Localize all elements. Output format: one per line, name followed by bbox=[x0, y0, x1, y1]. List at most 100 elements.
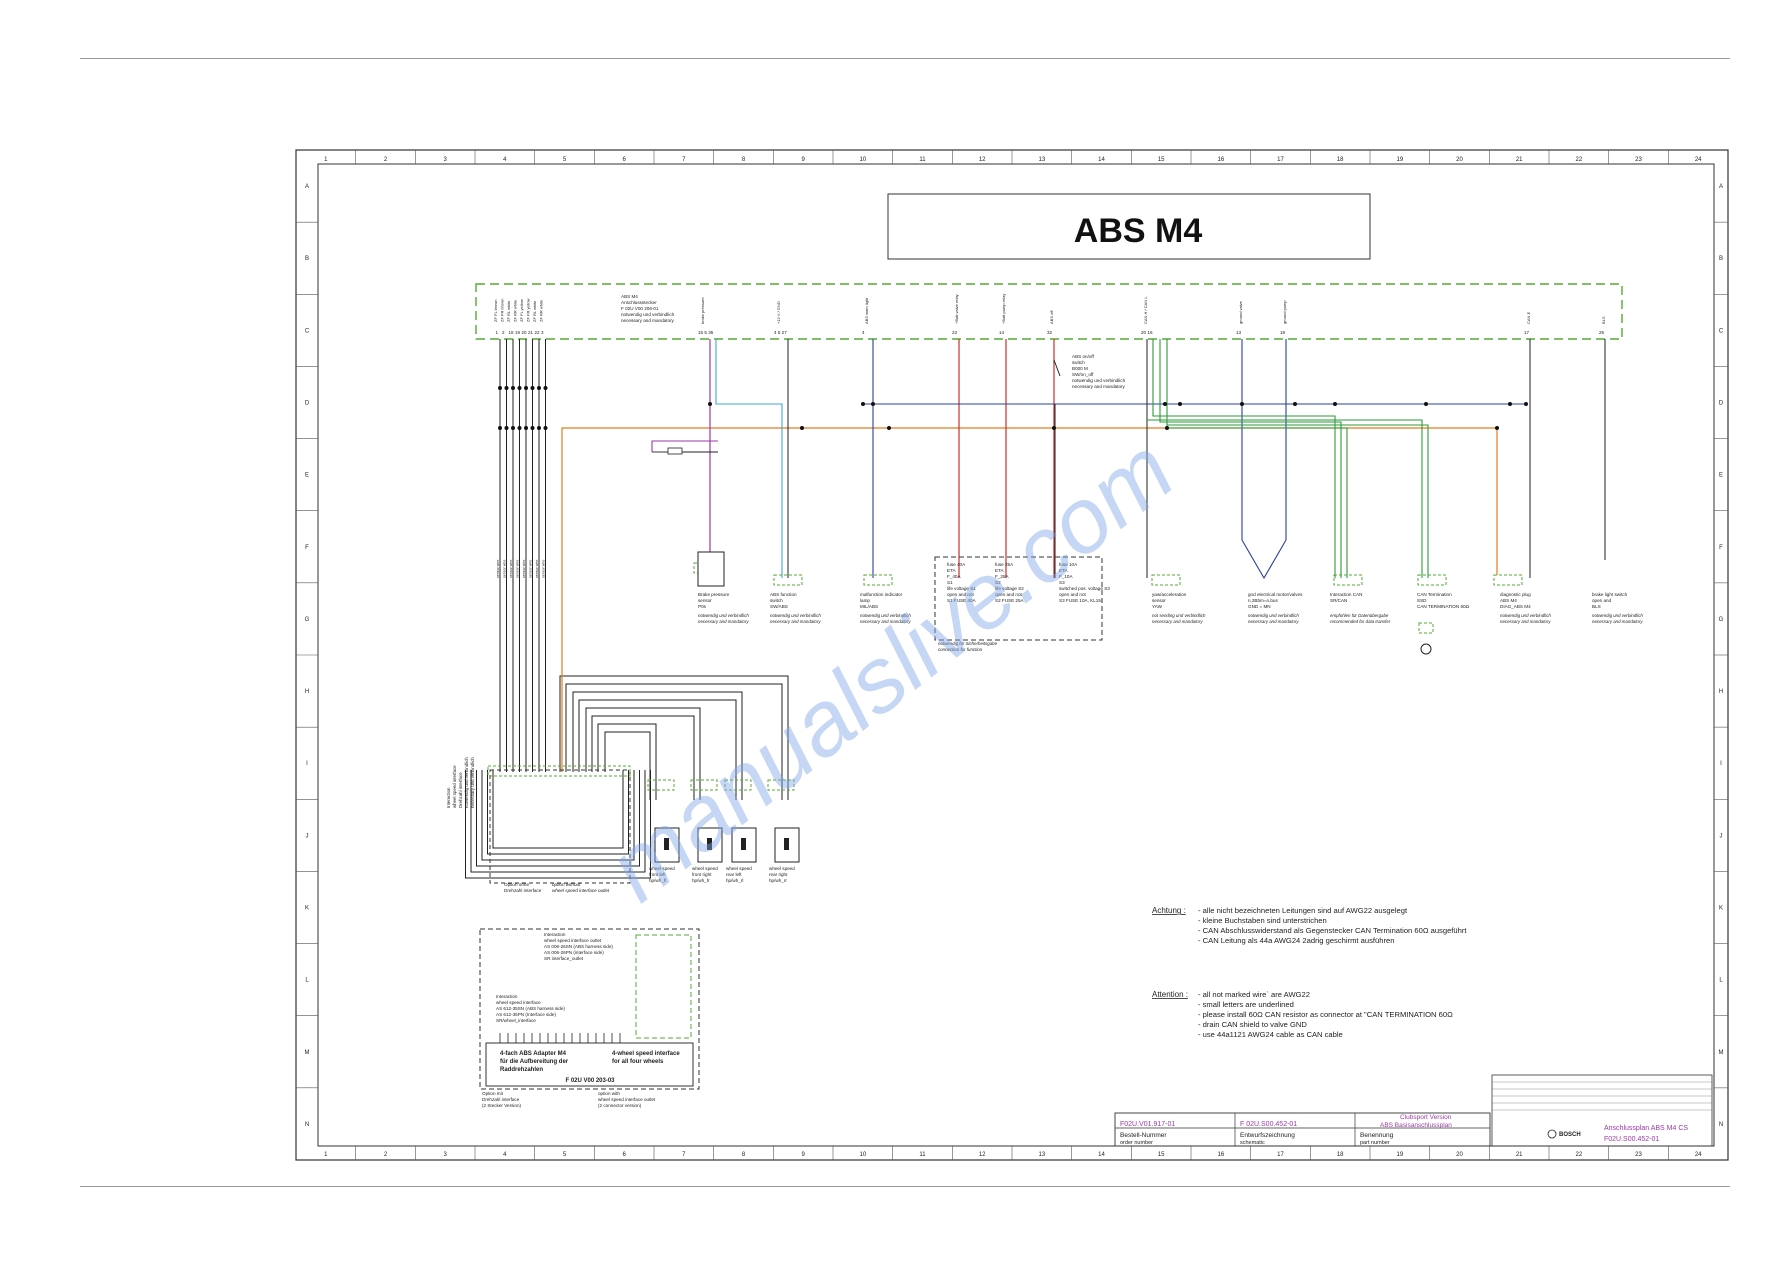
component-label: ETA bbox=[1059, 568, 1069, 573]
pin-group-number: 19 bbox=[1280, 330, 1286, 335]
grid-column-label: 6 bbox=[622, 157, 626, 163]
pin-label: ZF FR brown bbox=[500, 299, 505, 322]
junction-dot bbox=[887, 426, 891, 430]
grid-row-label: L bbox=[1719, 978, 1723, 984]
pin-number: 3 bbox=[541, 330, 544, 335]
interface-option-right: wheel speed interface outlet bbox=[552, 888, 610, 893]
connector-name-line: ABS M4 bbox=[621, 294, 638, 299]
junction-dot bbox=[800, 426, 804, 430]
interface-vertical-label: wheel speed interface bbox=[452, 765, 457, 808]
pin-group-label: ABS warn light bbox=[864, 297, 869, 324]
pin-group-label: BLS bbox=[1601, 316, 1606, 324]
grid-row-label: N bbox=[1719, 1122, 1723, 1128]
ground-joint-wire bbox=[1241, 539, 1287, 580]
harness-wire-label: sensor wire bbox=[535, 560, 539, 578]
component-label: fuse 10A bbox=[1059, 562, 1078, 567]
watermark: manualslive.com bbox=[590, 419, 1193, 921]
harness-dot bbox=[517, 386, 522, 390]
fuse-box bbox=[934, 556, 1103, 641]
adapter-part-number: F 02U V00 203-03 bbox=[565, 1078, 615, 1084]
component-label: DIAG_ABS M4 bbox=[1500, 604, 1531, 609]
pin-label: ZF FL brown bbox=[493, 299, 498, 322]
component-label: SW/ABS bbox=[770, 604, 788, 609]
grid-column-label: 24 bbox=[1695, 157, 1702, 163]
junction-dot bbox=[1524, 402, 1528, 406]
harness-dot bbox=[517, 426, 522, 430]
pin-group-number: 23 bbox=[952, 330, 958, 335]
harness-dot bbox=[524, 426, 528, 430]
switch-lever bbox=[1053, 359, 1061, 377]
adapter-interaction-mid: wheel speed interface bbox=[496, 1000, 541, 1005]
component-label: lamp bbox=[860, 598, 870, 603]
connector-name-line: Anschlussstecker bbox=[621, 300, 657, 305]
wheel-sensor-label: wheel speed bbox=[726, 866, 752, 871]
pin-group-number: 15 5 35 bbox=[698, 330, 714, 335]
fuse-note-line: connection for function bbox=[938, 647, 983, 652]
grid-column-label: 7 bbox=[682, 1152, 686, 1158]
component-label: ETA bbox=[995, 568, 1005, 573]
wheel-sensor-feed-wire bbox=[565, 683, 783, 800]
order-label-en: order number bbox=[1120, 1140, 1153, 1146]
component-note: necessary and mandatory bbox=[1248, 619, 1299, 624]
adapter-title-en: 4-wheel speed interface bbox=[612, 1051, 680, 1057]
pin-label: ZF FR yellow bbox=[526, 298, 531, 322]
adapter-title-en: for all four wheels bbox=[612, 1059, 664, 1065]
harness-dot bbox=[530, 426, 535, 430]
component-label: Brake pressure bbox=[698, 592, 730, 597]
wheel-sensor-connector bbox=[690, 779, 718, 791]
grid-column-label: 8 bbox=[742, 1152, 746, 1158]
component-note: notwendig und verbindlich bbox=[1592, 613, 1643, 618]
junction-dot bbox=[1293, 402, 1297, 406]
pin-group-number: 25 bbox=[1599, 330, 1605, 335]
notes-de-line: - CAN Abschlusswiderstand als Gegensteck… bbox=[1198, 926, 1467, 935]
connector-stub bbox=[1417, 574, 1447, 586]
wheel-sensor-feed-wire bbox=[572, 691, 743, 800]
switch-label-line: notwendig und verbindlich bbox=[1072, 378, 1126, 383]
harness-dot bbox=[543, 386, 548, 390]
interface-loop-wire bbox=[481, 770, 635, 861]
wheel-sensor-label: hp/wh_fl bbox=[649, 878, 666, 883]
pin-number: 2 bbox=[502, 330, 505, 335]
component-label: open and not bbox=[995, 592, 1023, 597]
grid-row-label: I bbox=[306, 761, 308, 767]
adapter-option-left: Option mit bbox=[482, 1091, 504, 1096]
notes-en-line: - all not marked wire` are AWG22 bbox=[1198, 990, 1310, 999]
component-label: sensor bbox=[698, 598, 712, 603]
grid-column-label: 1 bbox=[324, 1152, 328, 1158]
wheel-sensor-icon bbox=[664, 838, 669, 850]
notes-de-label: Achtung : bbox=[1152, 906, 1186, 915]
brand: BOSCH bbox=[1559, 1132, 1581, 1138]
component-label: Interaction CAN bbox=[1330, 592, 1362, 597]
harness-wire-label: sensor wire bbox=[516, 560, 520, 578]
grid-row-label: M bbox=[1719, 1050, 1724, 1056]
adapter-option-left: Drehzahl interface bbox=[482, 1097, 520, 1102]
connector-name-line: notwendig und verbindlich bbox=[621, 312, 675, 317]
notes-en-line: - use 44a1121 AWG24 cable as CAN cable bbox=[1198, 1030, 1343, 1039]
adapter-interaction-top: AS 006-26PN (interface side) bbox=[544, 950, 604, 955]
interface-loop-wire bbox=[465, 770, 651, 879]
adapter-option-left: (2 Stecker Version) bbox=[482, 1103, 522, 1108]
grid-column-label: 11 bbox=[919, 1152, 926, 1158]
component-note: notwendig und verbindlich bbox=[1248, 613, 1299, 618]
component-note: notwendig und verbindlich bbox=[698, 613, 749, 618]
grid-row-label: A bbox=[1719, 184, 1723, 190]
harness-dot bbox=[511, 386, 515, 390]
component-label: CAN Termination bbox=[1417, 592, 1452, 597]
wheel-sensor-icon bbox=[784, 838, 789, 850]
grid-column-label: 21 bbox=[1516, 1152, 1523, 1158]
connector-stub bbox=[863, 574, 893, 586]
title-box: ABS M4 bbox=[887, 193, 1371, 260]
wheel-sensor-icon bbox=[741, 838, 746, 850]
switch-label-line: SW/on_off bbox=[1072, 372, 1094, 377]
component-label: S3 bbox=[1059, 580, 1065, 585]
grid-row-label: F bbox=[1719, 545, 1723, 551]
grid-column-label: 5 bbox=[563, 1152, 567, 1158]
component-label: F_10A bbox=[1059, 574, 1073, 579]
grid-row-label: L bbox=[305, 978, 309, 984]
adapter-option-right: (2 connector version) bbox=[598, 1103, 642, 1108]
